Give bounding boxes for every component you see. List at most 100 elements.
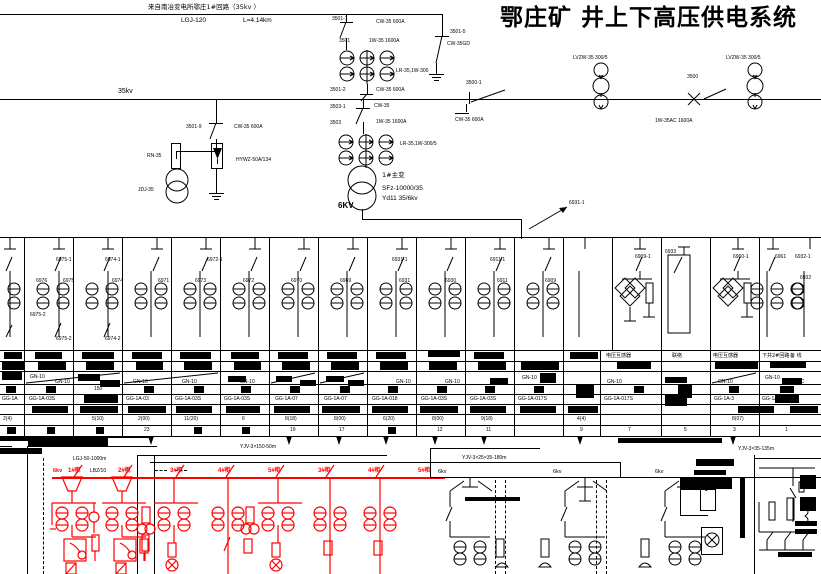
disconnect-3501-2 — [360, 93, 368, 102]
label-cw35-600a-b: CW-35 600A — [376, 87, 405, 93]
redaction-block — [780, 386, 794, 393]
redaction-block — [194, 427, 202, 434]
disconnect-3503-1 — [355, 107, 364, 125]
lower-substation-top — [137, 455, 387, 456]
redaction-block — [576, 384, 594, 398]
bus-35kv-label: 35kv — [118, 88, 133, 95]
redaction-block — [474, 352, 504, 359]
feeder-label-23: 6961 — [775, 254, 787, 260]
table-header-11: 电压互感器 — [606, 353, 632, 359]
feeder-label-13: 6969 — [340, 278, 352, 284]
redaction-block — [782, 378, 802, 385]
arrester-arrow — [213, 148, 222, 164]
table-switch-9: GN-10 — [445, 379, 460, 385]
callout-arrow-6931 — [528, 206, 568, 230]
table-extra-150: 150 — [94, 386, 103, 392]
pt-cross — [176, 151, 217, 152]
label-ct-left: LVZW-35 300/5 — [573, 55, 608, 61]
redaction-block — [128, 406, 166, 413]
underground-bus-label: 6kv — [53, 468, 63, 474]
redaction-block — [282, 362, 310, 370]
table-switch-14: GN-10 — [765, 375, 780, 381]
redaction-block — [176, 406, 212, 413]
table-cabinet-7: GG-1A-07 — [324, 396, 347, 402]
table-value-7: 8(00) — [334, 416, 346, 422]
feeder-label-6: 6974 — [112, 278, 124, 284]
redaction-block — [86, 362, 114, 370]
label-1w35ac: 1W-35AC 1600A — [655, 118, 693, 124]
dash-seg — [155, 470, 167, 471]
redaction-block — [795, 521, 817, 526]
conductor-type: LGJ-120 — [181, 17, 206, 24]
label-jdj35: JDJ-35 — [138, 187, 154, 193]
feeder-label-25: 6932 — [800, 275, 812, 281]
cable-route-drop — [620, 462, 621, 478]
table-value-3: 2(00) — [138, 416, 150, 422]
feeder-label-24: 6932-1 — [795, 254, 811, 260]
right-panel-circuit — [758, 467, 815, 551]
label-3501-9: 3501-9 — [186, 124, 202, 130]
drop-3501-1 — [346, 14, 347, 22]
redaction-block — [568, 406, 598, 413]
feeder-label-19: 6909 — [545, 278, 557, 284]
lower-right-bus — [430, 477, 821, 478]
cw35-lead — [466, 104, 467, 112]
table-number-9: 12 — [437, 427, 443, 433]
lead-3503-top — [363, 99, 364, 108]
page-title: 鄂庄矿 井上下高压供电系统 — [500, 5, 798, 31]
feeder-label-17: 6911-1 — [490, 257, 506, 263]
lower-dash-sep — [495, 480, 496, 574]
redaction-block — [80, 406, 118, 413]
lower-dash-sep — [596, 480, 597, 574]
right-panel-border — [754, 455, 755, 574]
top-bus-seg — [346, 14, 442, 15]
incoming-line-title: 来自南冶变电所鄂庄1#回路（35kv ） — [148, 3, 261, 11]
label-3503-1: 3503-1 — [330, 104, 346, 110]
redaction-block — [231, 352, 259, 359]
conductor-length: L=4.14km — [243, 17, 272, 24]
fuse-rn35 — [171, 143, 181, 169]
redaction-block — [376, 352, 406, 359]
label-lr35-lw300: LR-35,1W-300 — [396, 68, 429, 74]
table-cabinet-10: GG-1A-03S — [470, 396, 497, 402]
redaction-block — [795, 529, 817, 534]
label-3500: 3500 — [687, 74, 699, 80]
feeder-label-2: 6975-1 — [56, 257, 72, 263]
table-switch-5: GN-10 — [240, 379, 255, 385]
lead-3501-2 — [367, 84, 368, 94]
breaker-3500 — [687, 88, 727, 106]
redaction-block — [800, 475, 816, 489]
table-number-6: 19 — [290, 427, 296, 433]
underground-feeders — [50, 464, 397, 574]
table-switch-15: GN-10C — [786, 379, 805, 385]
arrester-gnd-lead — [216, 169, 217, 193]
feeder-label-1: 6975-2 — [30, 312, 46, 318]
redaction-block — [184, 362, 212, 370]
redaction-block — [35, 352, 62, 359]
redaction-block — [241, 386, 251, 393]
table-switch-3: GN-10 — [133, 379, 148, 385]
lv-bus-label-a: 6kv — [438, 469, 447, 475]
arr-gnd2 — [212, 196, 221, 197]
table-number-14: 3 — [733, 427, 736, 433]
label-hywz: HYWZ-50A/134 — [236, 157, 272, 163]
lower-connector — [100, 437, 150, 438]
redaction-block — [634, 386, 644, 393]
label-ct-right: LVZW-35 300/5 — [726, 55, 761, 61]
feeder-label-3: 6975 — [63, 278, 75, 284]
redaction-block — [2, 372, 22, 380]
redaction-block — [696, 459, 734, 466]
lv-bus-label-b: 6kv — [553, 469, 562, 475]
gnd-lead-3501-5 — [436, 63, 437, 74]
redaction-block — [234, 362, 261, 370]
redaction-block — [485, 386, 495, 393]
redaction-block — [665, 377, 687, 383]
transformer-model: SFz-10000/35 — [382, 185, 423, 192]
switchgear-top-rail — [0, 237, 821, 238]
table-value-5: 6 — [242, 416, 245, 422]
redaction-block — [665, 394, 687, 406]
redaction-block — [194, 386, 204, 393]
equip-lead — [680, 489, 702, 490]
switchgear-bay-symbols — [4, 237, 811, 338]
